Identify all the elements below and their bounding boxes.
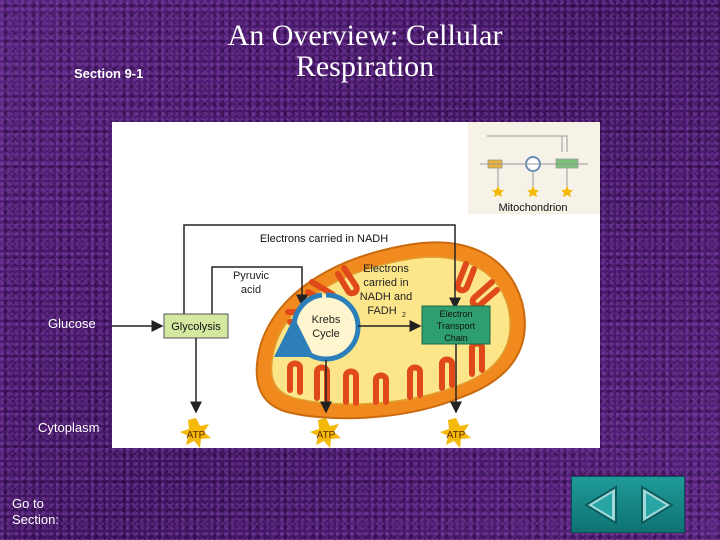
atp-label-3: ATP <box>447 430 466 441</box>
slide-title: An Overview: Cellular Respiration <box>227 19 503 83</box>
diagram-panel: Mitochondrion Electrons carried in NADH <box>112 122 600 448</box>
glucose-label: Glucose <box>48 316 96 331</box>
pyruvic-label-line2: acid <box>241 284 261 296</box>
cytoplasm-label: Cytoplasm <box>38 420 100 435</box>
nadh-arrow <box>183 224 461 324</box>
pyruvic-label-line1: Pyruvic <box>233 270 270 282</box>
atp-label-2: ATP <box>317 430 336 441</box>
goto-section-label: Go to Section: <box>12 496 59 527</box>
krebs-label-line1: Krebs <box>312 314 341 326</box>
back-arrow-icon <box>584 485 617 525</box>
etc-label-line1: Electron <box>439 309 472 319</box>
section-label: Section 9-1 <box>74 66 144 81</box>
etc-label-line2: Transport <box>437 321 476 331</box>
krebs-label-line2: Cycle <box>312 328 340 340</box>
mitochondrion-label: Mitochondrion <box>498 202 567 214</box>
krebs-cycle: Krebs Cycle <box>274 292 361 362</box>
etc-box <box>421 305 491 345</box>
glycolysis-label: Glycolysis <box>171 321 221 333</box>
forward-button[interactable] <box>632 481 680 529</box>
fadh-label-subscript: 2 <box>402 312 406 319</box>
mitochondrion-inset: Mitochondrion <box>468 122 600 214</box>
glycolysis-box <box>163 313 229 339</box>
fadh-label-line3: NADH and <box>360 291 413 303</box>
respiration-diagram: Mitochondrion Electrons carried in NADH <box>112 122 600 448</box>
back-button[interactable] <box>578 481 626 529</box>
fadh-label-line4: FADH <box>367 305 396 317</box>
forward-arrow-icon <box>641 485 674 525</box>
pyruvic-arrow <box>211 266 308 322</box>
nav-controls <box>571 476 685 533</box>
fadh-label-line1: Electrons <box>363 263 409 275</box>
nadh-label: Electrons carried in NADH <box>260 233 388 245</box>
atp-label-1: ATP <box>187 430 206 441</box>
atp-star-2: ATP <box>310 418 341 448</box>
etc-label-line3: Chain <box>444 333 468 343</box>
fadh-label-line2: carried in <box>363 277 408 289</box>
atp-star-3: ATP <box>440 418 471 448</box>
atp-star-1: ATP <box>180 418 211 448</box>
